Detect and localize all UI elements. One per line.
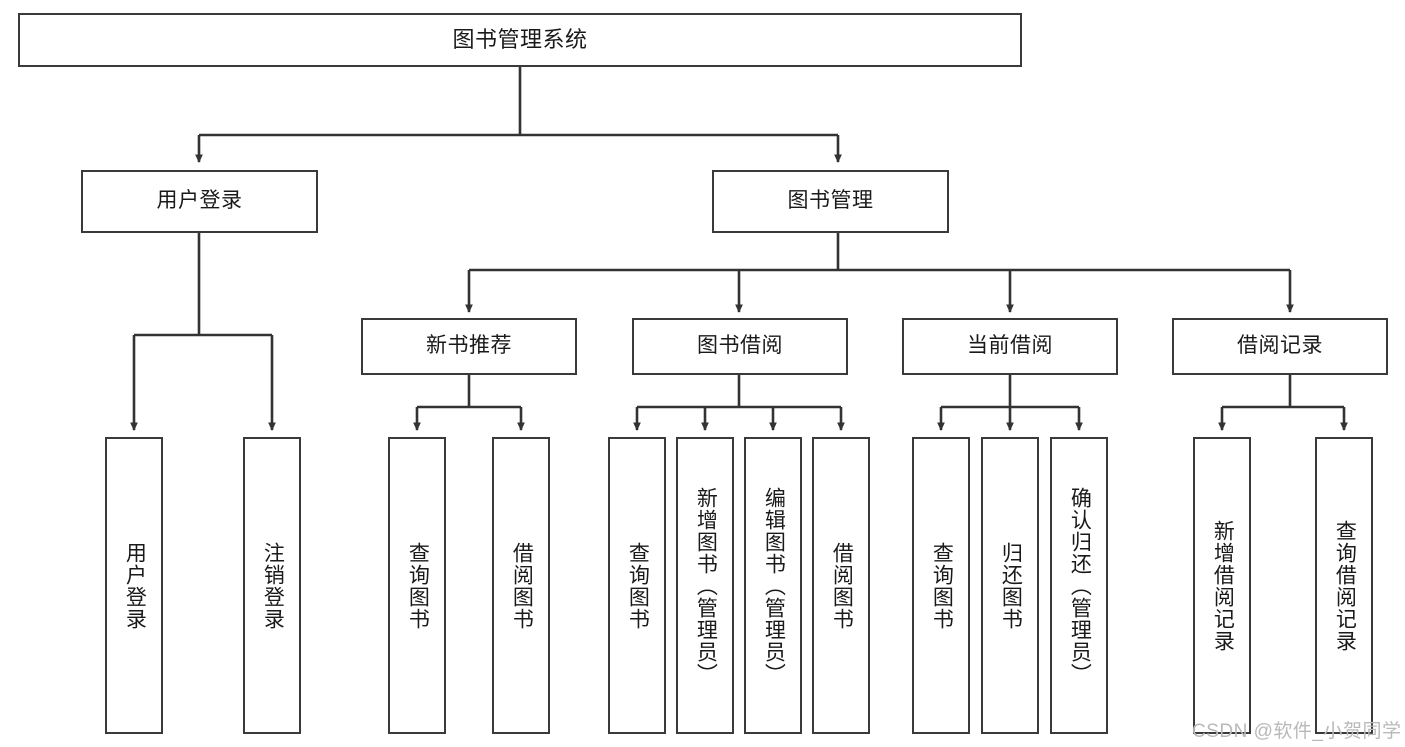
node-leaf-bb-edit-book[interactable]: 编辑图书（管理员） <box>744 437 802 734</box>
node-leaf-user-login[interactable]: 用户登录 <box>105 437 163 734</box>
node-leaf-user-login-label: 用户登录 <box>123 541 147 630</box>
node-current-borrow[interactable]: 当前借阅 <box>902 318 1118 375</box>
node-leaf-cb-query-book-label: 查询图书 <box>930 541 954 630</box>
node-leaf-br-query-record[interactable]: 查询借阅记录 <box>1315 437 1373 734</box>
node-leaf-nb-borrow-book-label: 借阅图书 <box>510 541 534 630</box>
node-leaf-br-add-record[interactable]: 新增借阅记录 <box>1193 437 1251 734</box>
node-borrow-record-label: 借阅记录 <box>1237 334 1323 358</box>
node-book-borrow[interactable]: 图书借阅 <box>632 318 848 375</box>
node-leaf-bb-query-book-label: 查询图书 <box>626 541 650 630</box>
node-leaf-br-query-record-label: 查询借阅记录 <box>1333 519 1357 652</box>
node-leaf-br-add-record-label: 新增借阅记录 <box>1211 519 1235 652</box>
node-leaf-bb-borrow-book[interactable]: 借阅图书 <box>812 437 870 734</box>
node-root-system[interactable]: 图书管理系统 <box>18 13 1022 67</box>
node-user-login-label: 用户登录 <box>156 189 243 213</box>
node-leaf-nb-query-book-label: 查询图书 <box>406 541 430 630</box>
node-leaf-cb-confirm-return-label: 确认归还（管理员） <box>1068 486 1092 685</box>
node-leaf-bb-add-book[interactable]: 新增图书（管理员） <box>676 437 734 734</box>
node-borrow-record[interactable]: 借阅记录 <box>1172 318 1388 375</box>
node-user-login[interactable]: 用户登录 <box>81 170 318 233</box>
node-new-book-recommend-label: 新书推荐 <box>426 334 512 358</box>
node-leaf-cb-confirm-return[interactable]: 确认归还（管理员） <box>1050 437 1108 734</box>
node-leaf-bb-query-book[interactable]: 查询图书 <box>608 437 666 734</box>
node-leaf-nb-query-book[interactable]: 查询图书 <box>388 437 446 734</box>
csdn-watermark: CSDN @软件_小贺同学 <box>1192 721 1402 742</box>
node-current-borrow-label: 当前借阅 <box>967 334 1053 358</box>
node-leaf-cb-query-book[interactable]: 查询图书 <box>912 437 970 734</box>
node-book-management[interactable]: 图书管理 <box>712 170 949 233</box>
node-leaf-bb-borrow-book-label: 借阅图书 <box>830 541 854 630</box>
node-leaf-nb-borrow-book[interactable]: 借阅图书 <box>492 437 550 734</box>
node-book-borrow-label: 图书借阅 <box>697 334 783 358</box>
node-leaf-logout[interactable]: 注销登录 <box>243 437 301 734</box>
node-leaf-logout-label: 注销登录 <box>261 541 285 630</box>
node-book-management-label: 图书管理 <box>787 189 874 213</box>
node-root-system-label: 图书管理系统 <box>452 27 588 53</box>
node-leaf-bb-edit-book-label: 编辑图书（管理员） <box>762 486 786 685</box>
node-leaf-cb-return-book[interactable]: 归还图书 <box>981 437 1039 734</box>
node-leaf-cb-return-book-label: 归还图书 <box>999 541 1023 630</box>
node-leaf-bb-add-book-label: 新增图书（管理员） <box>694 486 718 685</box>
node-new-book-recommend[interactable]: 新书推荐 <box>361 318 577 375</box>
